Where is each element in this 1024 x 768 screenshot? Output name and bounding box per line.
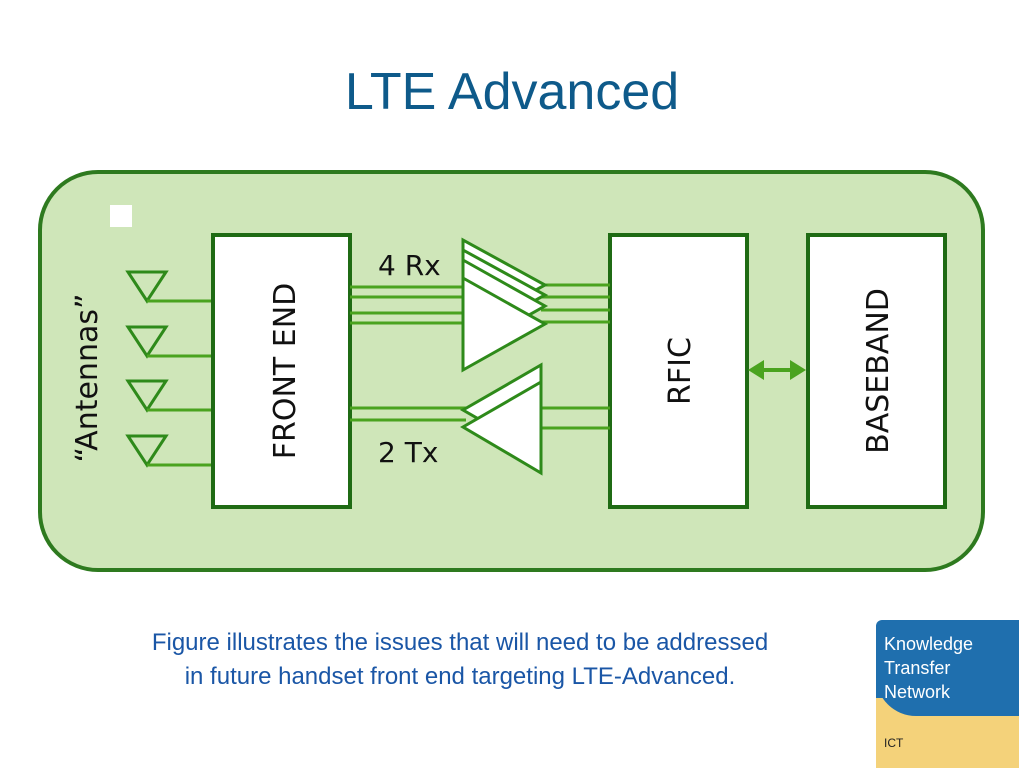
figure-caption: Figure illustrates the issues that will … <box>80 626 840 694</box>
rx-amplifier-icon <box>461 237 549 373</box>
logo-text: Knowledge Transfer Network <box>884 632 1014 704</box>
front-end-block <box>211 233 352 509</box>
tx-paths <box>350 406 610 430</box>
double-arrow-icon <box>748 360 806 380</box>
bullet-marker <box>110 205 132 227</box>
antenna-2-icon <box>125 325 213 359</box>
antenna-3-icon <box>125 379 213 413</box>
logo-ict-label: ICT <box>884 736 904 750</box>
baseband-label: BASEBAND <box>861 288 896 454</box>
logo-yellow-panel <box>876 668 1019 768</box>
antenna-1-icon <box>125 270 213 304</box>
baseband-block <box>806 233 947 509</box>
slide-title: LTE Advanced <box>344 63 680 121</box>
ktn-logo: Knowledge Transfer Network ICT <box>876 620 1019 768</box>
tx-label: 2 Tx <box>378 436 438 469</box>
rx-label: 4 Rx <box>378 249 441 282</box>
rfic-label: RFIC <box>663 337 698 405</box>
antenna-group <box>125 270 213 468</box>
front-end-label: FRONT END <box>268 283 303 460</box>
caption-line-1: Figure illustrates the issues that will … <box>151 629 769 656</box>
antenna-4-icon <box>125 434 213 468</box>
tx-amplifier-icon <box>459 362 543 476</box>
logo-line-1: Knowledge <box>884 634 974 654</box>
logo-line-2: Transfer <box>884 658 951 678</box>
caption-line-2: in future handset front end targeting LT… <box>184 663 736 690</box>
antennas-label: “Antennas” <box>70 293 105 462</box>
rx-paths <box>350 283 610 325</box>
logo-line-3: Network <box>884 682 951 702</box>
rfic-block <box>608 233 749 509</box>
